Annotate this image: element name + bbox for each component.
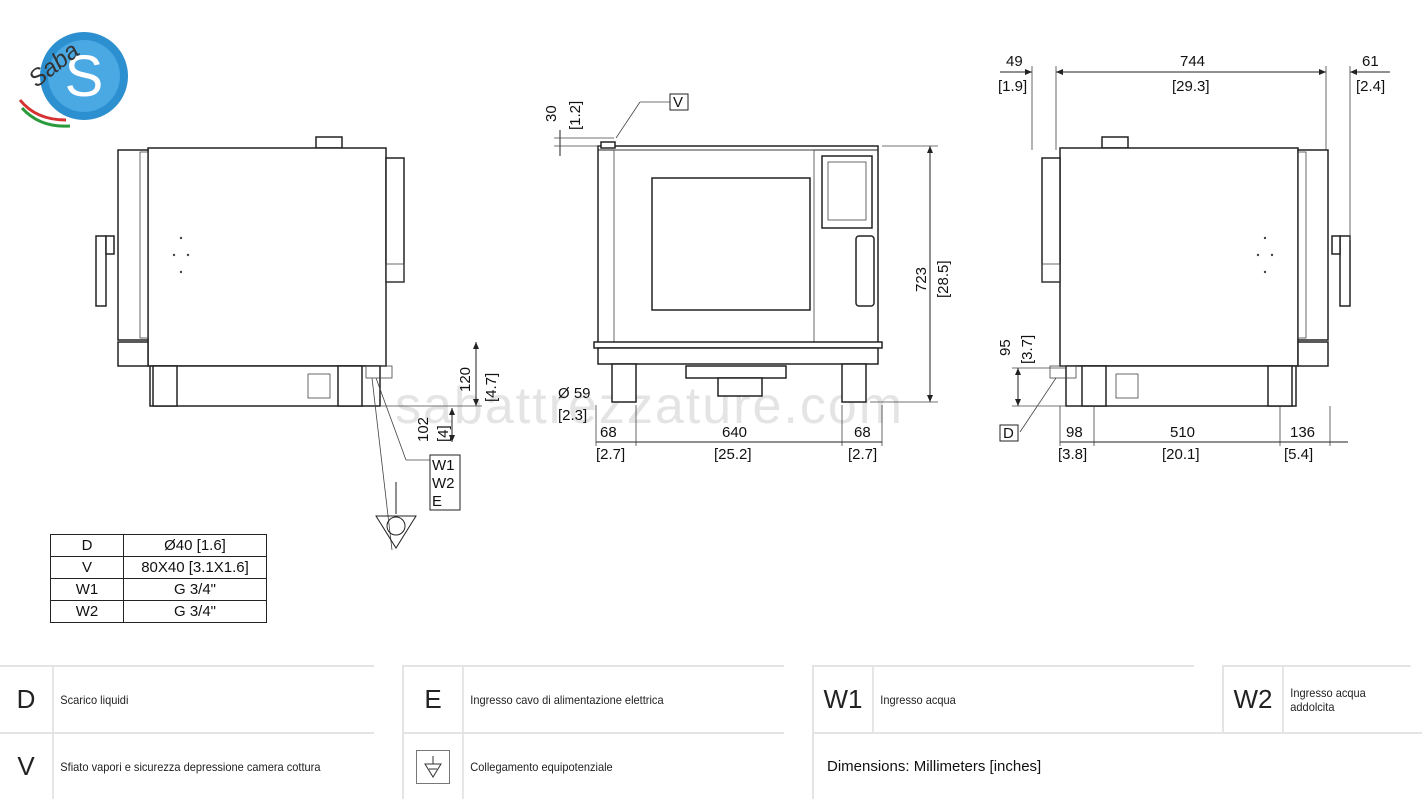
- dim-conn-height-mm: 102: [415, 417, 432, 442]
- conn-label-w1: W1: [432, 457, 455, 474]
- dim-side-bot-left-in: [3.8]: [1058, 446, 1087, 463]
- dim-side-right-top-mm: 61: [1362, 53, 1379, 70]
- technical-drawing: S Saba sabattrezzature.com W1 W2 E: [18, 32, 1390, 551]
- legend: D Scarico liquidi E Ingresso cavo di ali…: [0, 665, 1422, 800]
- dim-leg-height-in: [4.7]: [483, 373, 500, 402]
- dim-side-bot-mid-in: [20.1]: [1162, 446, 1200, 463]
- legend-desc-w2: Ingresso acqua addolcita: [1282, 665, 1411, 732]
- dim-front-mid-in: [25.2]: [714, 446, 752, 463]
- dim-front-mid-mm: 640: [722, 424, 747, 441]
- legend-desc-d: Scarico liquidi: [52, 665, 374, 732]
- dim-drain-height-mm: 95: [997, 339, 1014, 356]
- dim-drain-dia-mm: Ø 59: [558, 385, 591, 402]
- legend-code-e: E: [402, 665, 462, 732]
- ground-icon: [416, 749, 450, 784]
- spec-value: G 3/4": [123, 600, 267, 623]
- legend-row-1: D Scarico liquidi E Ingresso cavo di ali…: [0, 665, 1422, 732]
- legend-code-v: V: [0, 732, 52, 799]
- conn-label-e: E: [432, 493, 442, 510]
- dim-vent-offset-in: [1.2]: [567, 101, 584, 130]
- dim-conn-height-in: [4]: [435, 425, 452, 442]
- dim-drain-height-in: [3.7]: [1019, 335, 1036, 364]
- dim-front-right-mm: 68: [854, 424, 871, 441]
- spec-code: W2: [50, 600, 124, 623]
- legend-code-ground: [402, 732, 462, 799]
- conn-label-w2: W2: [432, 475, 455, 492]
- front-view: 30 [1.2] V 723 [28.5] Ø 59 [2.3] 68 [2.7…: [543, 93, 952, 463]
- spec-code: V: [50, 556, 124, 579]
- vent-label: V: [673, 94, 683, 111]
- saba-logo: S Saba: [18, 32, 128, 128]
- drain-label: D: [1003, 425, 1014, 442]
- dim-vent-offset-mm: 30: [543, 105, 560, 122]
- dimensions-note: Dimensions: Millimeters [inches]: [812, 732, 1422, 799]
- left-side-view: W1 W2 E 120 [4.7] 102 [4]: [95, 136, 500, 551]
- dim-side-left-top-in: [1.9]: [998, 78, 1027, 95]
- legend-desc-w1: Ingresso acqua: [872, 665, 1194, 732]
- spec-value: 80X40 [3.1X1.6]: [123, 556, 267, 579]
- dim-side-depth-mm: 744: [1180, 53, 1205, 70]
- dim-front-left-in: [2.7]: [596, 446, 625, 463]
- dim-side-left-top-mm: 49: [1006, 53, 1023, 70]
- right-side-view: 49 [1.9] 744 [29.3] 61 [2.4] 95 [3.7] D …: [997, 53, 1390, 463]
- dim-side-bot-left-mm: 98: [1066, 424, 1083, 441]
- legend-code-d: D: [0, 665, 52, 732]
- dim-height-mm: 723: [913, 267, 930, 292]
- legend-code-w2: W2: [1222, 665, 1282, 732]
- spec-value: G 3/4": [123, 578, 267, 601]
- dim-side-right-top-in: [2.4]: [1356, 78, 1385, 95]
- legend-code-w1: W1: [812, 665, 872, 732]
- logo-letter: S: [65, 44, 104, 109]
- dim-front-right-in: [2.7]: [848, 446, 877, 463]
- spec-value: Ø40 [1.6]: [123, 534, 267, 557]
- dim-side-bot-right-mm: 136: [1290, 424, 1315, 441]
- dim-side-bot-mid-mm: 510: [1170, 424, 1195, 441]
- dim-side-bot-right-in: [5.4]: [1284, 446, 1313, 463]
- dim-side-depth-in: [29.3]: [1172, 78, 1210, 95]
- dim-leg-height-mm: 120: [457, 367, 474, 392]
- dim-front-left-mm: 68: [600, 424, 617, 441]
- legend-desc-ground: Collegamento equipotenziale: [462, 732, 784, 799]
- spec-code: W1: [50, 578, 124, 601]
- legend-row-2: V Sfiato vapori e sicurezza depressione …: [0, 732, 1422, 799]
- legend-desc-e: Ingresso cavo di alimentazione elettrica: [462, 665, 784, 732]
- spec-code: D: [50, 534, 124, 557]
- dim-drain-dia-in: [2.3]: [558, 407, 587, 424]
- dim-height-in: [28.5]: [935, 260, 952, 298]
- legend-desc-v: Sfiato vapori e sicurezza depressione ca…: [52, 732, 374, 799]
